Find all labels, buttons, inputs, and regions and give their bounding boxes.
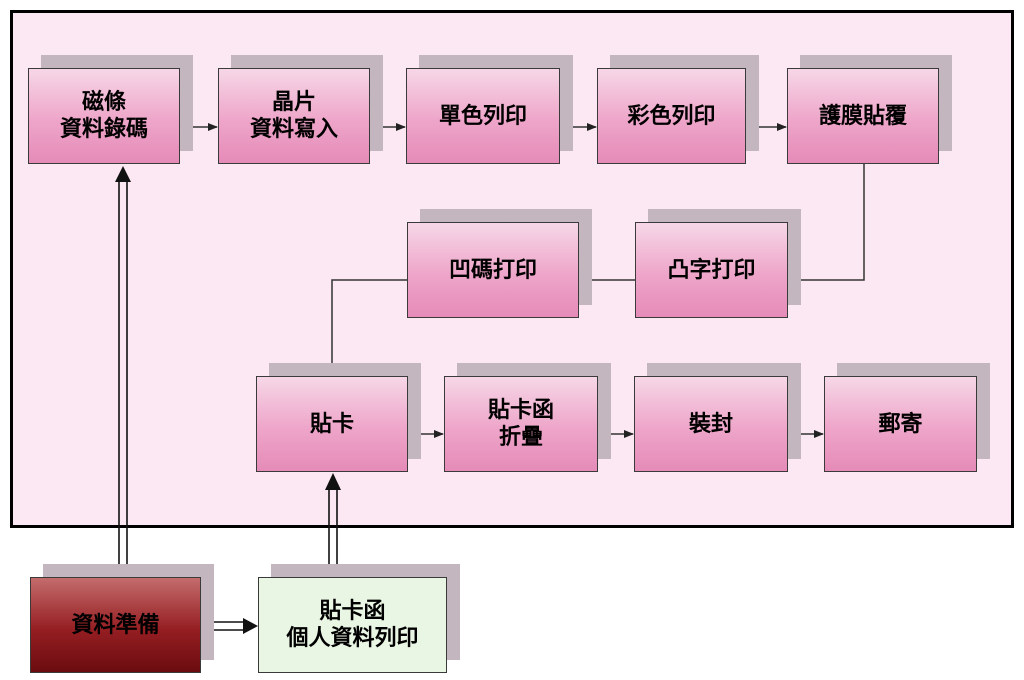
- step-sealing: 裝封: [634, 376, 788, 472]
- step-label: 資料準備: [71, 612, 160, 638]
- arrow-deboss-to-attach-card: [328, 279, 407, 375]
- step-label: 晶片 資料寫入: [249, 90, 338, 142]
- step-label: 郵寄: [878, 411, 923, 437]
- step-attach-card: 貼卡: [256, 376, 408, 472]
- step-label: 凹碼打印: [448, 257, 537, 283]
- step-chip-data-writing: 晶片 資料寫入: [218, 68, 370, 164]
- step-data-preparation: 資料準備: [30, 577, 201, 673]
- step-color-printing: 彩色列印: [597, 68, 746, 164]
- step-debossing: 凹碼打印: [407, 222, 579, 318]
- step-carrier-folding: 貼卡函 折疊: [444, 376, 598, 472]
- double-arrow-data-prep-to-magnetic: [115, 166, 131, 577]
- step-monochrome-printing: 單色列印: [406, 68, 560, 164]
- step-label: 護膜貼覆: [818, 103, 907, 129]
- double-arrow-carrier-print-to-attach-card: [325, 473, 341, 577]
- step-embossing: 凸字打印: [635, 222, 788, 318]
- step-label: 貼卡函 個人資料列印: [286, 599, 419, 651]
- arrow-laminate-to-emboss: [789, 164, 865, 284]
- step-mailing: 郵寄: [824, 376, 977, 472]
- step-magnetic-stripe-encoding: 磁條 資料錄碼: [28, 68, 180, 164]
- step-label: 貼卡: [309, 411, 354, 437]
- step-label: 磁條 資料錄碼: [59, 90, 148, 142]
- step-lamination: 護膜貼覆: [787, 68, 939, 164]
- step-carrier-personal-data-printing: 貼卡函 個人資料列印: [258, 577, 447, 673]
- step-label: 裝封: [688, 411, 733, 437]
- step-label: 貼卡函 折疊: [487, 398, 554, 450]
- step-label: 彩色列印: [627, 103, 716, 129]
- step-label: 單色列印: [438, 103, 527, 129]
- step-label: 凸字打印: [667, 257, 756, 283]
- double-arrow-data-prep-to-carrier-print: [201, 618, 258, 634]
